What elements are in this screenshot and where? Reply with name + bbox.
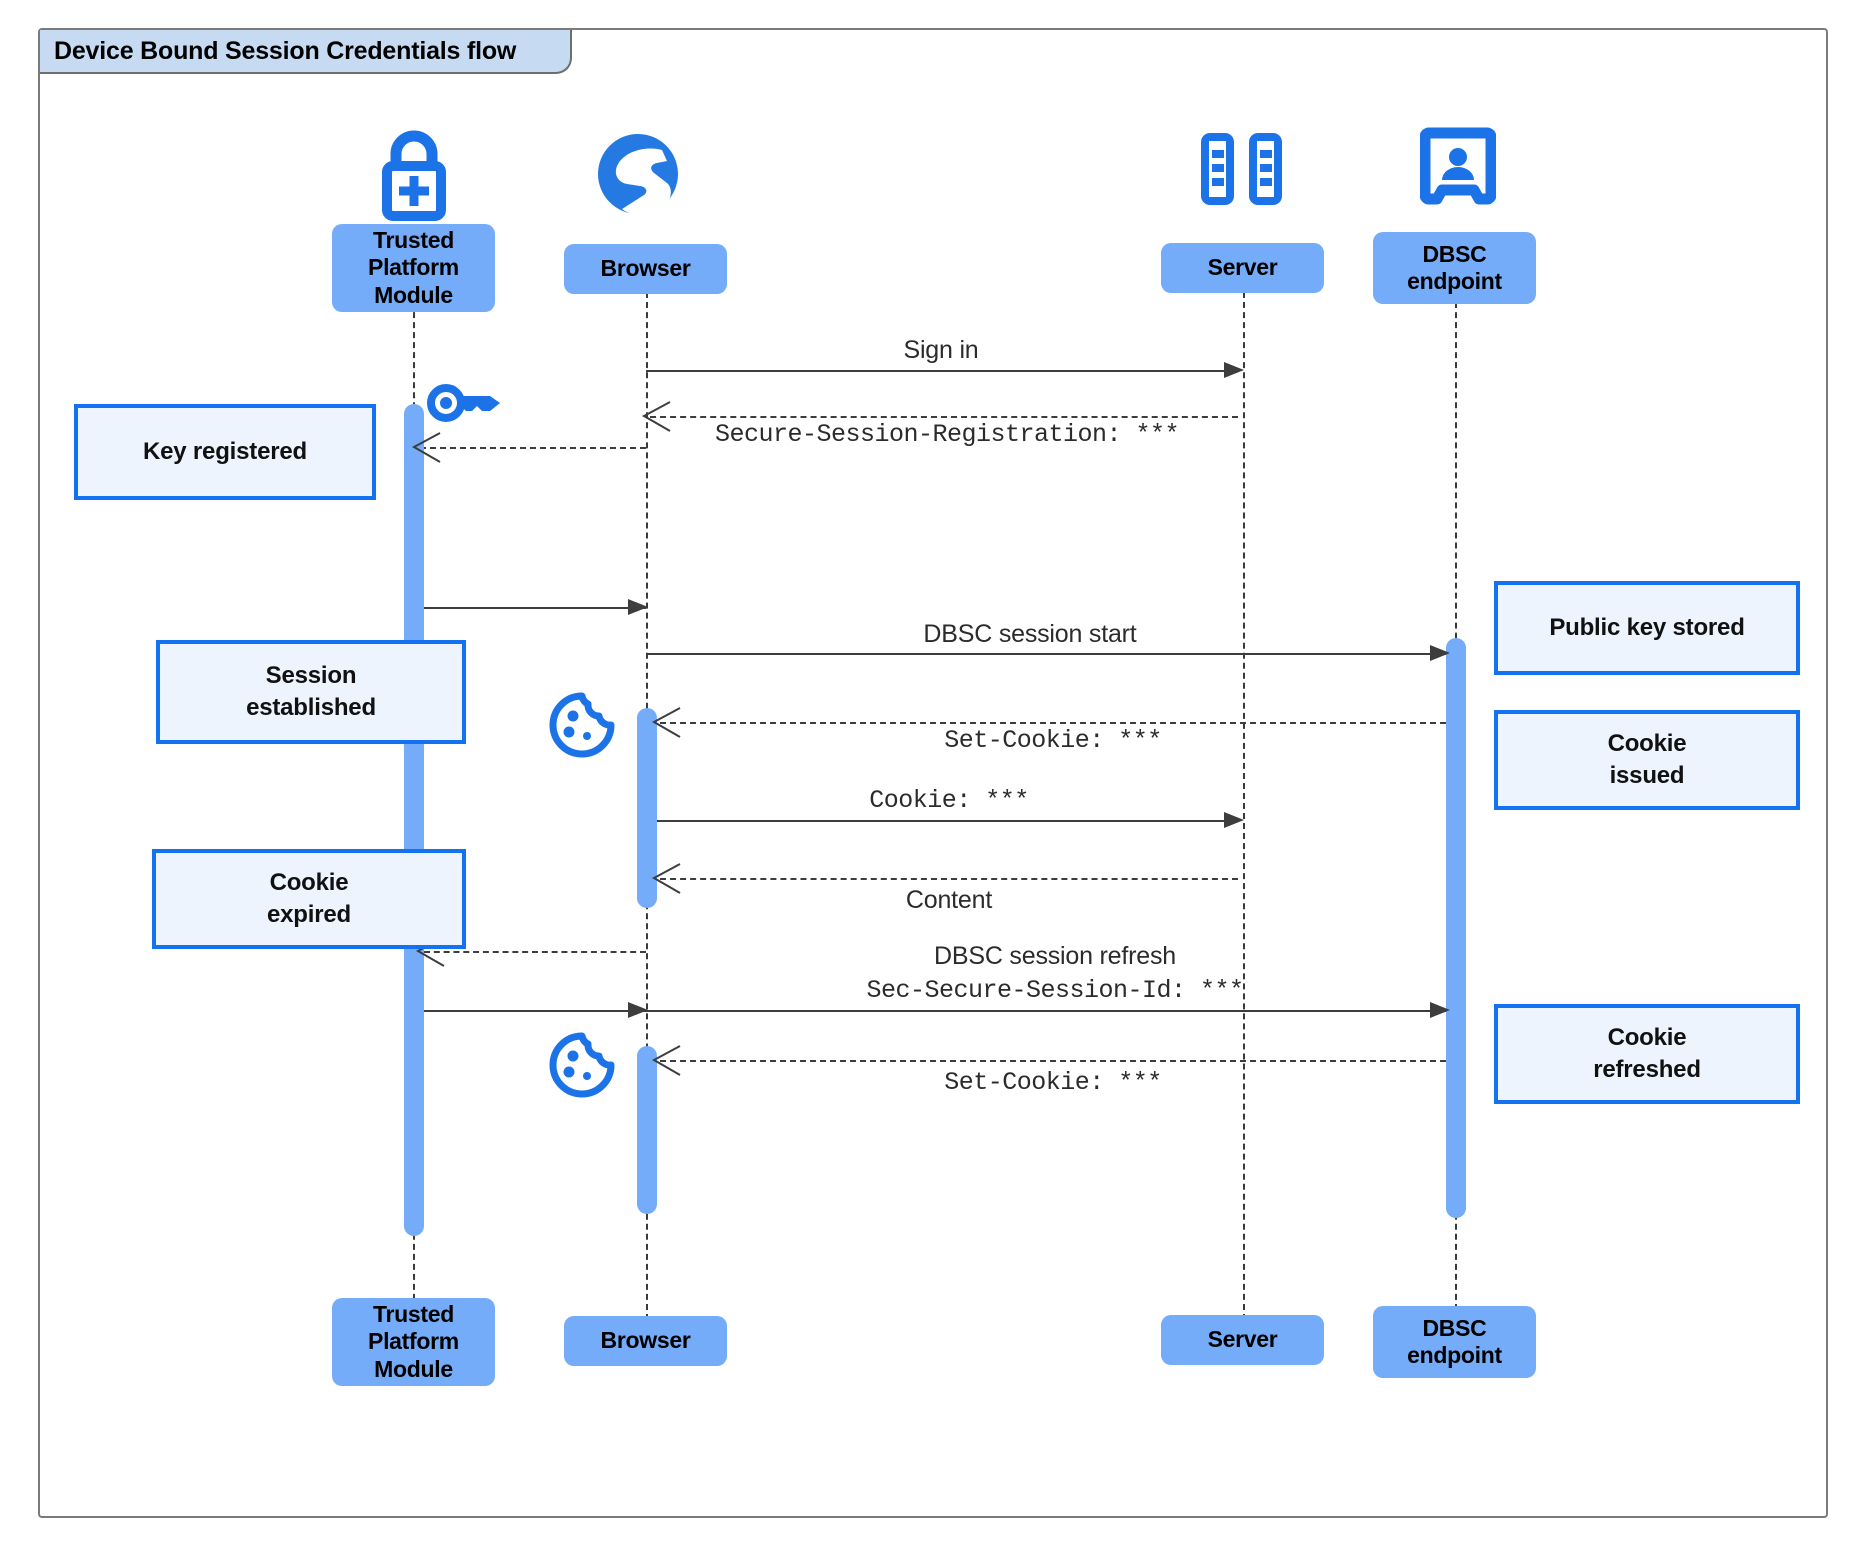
message-line-set-cookie-1 [660, 722, 1446, 724]
page-title: Device Bound Session Credentials flow [54, 36, 517, 65]
participant-label: DBSC endpoint [1407, 240, 1502, 294]
arrow-head-set-cookie-2 [650, 1044, 684, 1083]
note-text: Public key stored [1549, 614, 1745, 642]
arrow-head-dbsc-session-start [1428, 641, 1452, 670]
participant-label: Trusted Platform Module [368, 1301, 459, 1382]
arrow-head-dbsc-session-refresh-browser [626, 998, 650, 1027]
participant-label: Trusted Platform Module [368, 227, 459, 308]
id-badge-icon [1419, 126, 1497, 215]
message-line-dbsc-session-start [646, 653, 1446, 655]
diagram-title-tab: Device Bound Session Credentials flow [40, 30, 573, 74]
participant-browser-bottom[interactable]: Browser [564, 1316, 727, 1366]
message-line-tpm-to-browser [424, 607, 646, 609]
message-line-register-key-to-tpm [420, 447, 646, 449]
arrow-head-register-key-to-tpm [410, 431, 444, 470]
arrow-head-tpm-to-browser [626, 595, 650, 624]
arrow-head-secure-session-registration [640, 400, 674, 439]
activation-bar-browser-1 [637, 708, 657, 908]
arrow-head-content [650, 862, 684, 901]
arrow-head-set-cookie-1 [650, 706, 684, 745]
lifeline-server [1243, 272, 1245, 1340]
participant-label: Browser [600, 255, 691, 282]
note-cookie-issued: Cookie issued [1494, 710, 1800, 810]
note-cookie-expired: Cookie expired [152, 849, 466, 949]
participant-label: Server [1207, 1326, 1278, 1353]
participant-dbsc-top[interactable]: DBSC endpoint [1373, 232, 1536, 304]
arrow-head-sign-in [1222, 358, 1246, 387]
note-text: Cookie refreshed [1593, 1024, 1701, 1083]
note-public-key-stored: Public key stored [1494, 581, 1800, 675]
message-line-secure-session-registration [650, 416, 1238, 418]
note-text: Session established [246, 662, 376, 721]
message-line-dbsc-session-refresh [424, 1010, 1446, 1012]
note-text: Cookie expired [267, 869, 351, 928]
message-line-browser-to-tpm [424, 951, 646, 953]
participant-browser-top[interactable]: Browser [564, 244, 727, 294]
activation-bar-browser-2 [637, 1046, 657, 1214]
participant-label: Server [1207, 254, 1278, 281]
participant-label: Browser [600, 1327, 691, 1354]
server-rack-icon [1195, 128, 1289, 215]
message-line-cookie [657, 820, 1235, 822]
note-key-registered: Key registered [74, 404, 376, 500]
participant-tpm-bottom[interactable]: Trusted Platform Module [332, 1298, 495, 1386]
cookie-icon-2 [545, 1030, 619, 1105]
activation-bar-dbsc [1446, 638, 1466, 1218]
participant-server-top[interactable]: Server [1161, 243, 1324, 293]
note-cookie-refreshed: Cookie refreshed [1494, 1004, 1800, 1104]
globe-icon [592, 128, 684, 225]
arrow-head-cookie [1222, 808, 1246, 837]
cookie-icon-1 [545, 690, 619, 765]
participant-server-bottom[interactable]: Server [1161, 1315, 1324, 1365]
padlock-plus-icon [368, 124, 460, 229]
key-icon [424, 382, 508, 435]
message-line-set-cookie-2 [660, 1060, 1446, 1062]
note-text: Cookie issued [1607, 730, 1687, 789]
message-line-sign-in [646, 370, 1236, 372]
message-line-content [660, 878, 1238, 880]
arrow-head-dbsc-session-refresh [1428, 998, 1452, 1027]
participant-label: DBSC endpoint [1407, 1314, 1502, 1368]
participant-tpm-top[interactable]: Trusted Platform Module [332, 224, 495, 312]
participant-dbsc-bottom[interactable]: DBSC endpoint [1373, 1306, 1536, 1378]
note-session-established: Session established [156, 640, 466, 744]
activation-bar-tpm [404, 404, 424, 1236]
note-text: Key registered [143, 438, 307, 466]
